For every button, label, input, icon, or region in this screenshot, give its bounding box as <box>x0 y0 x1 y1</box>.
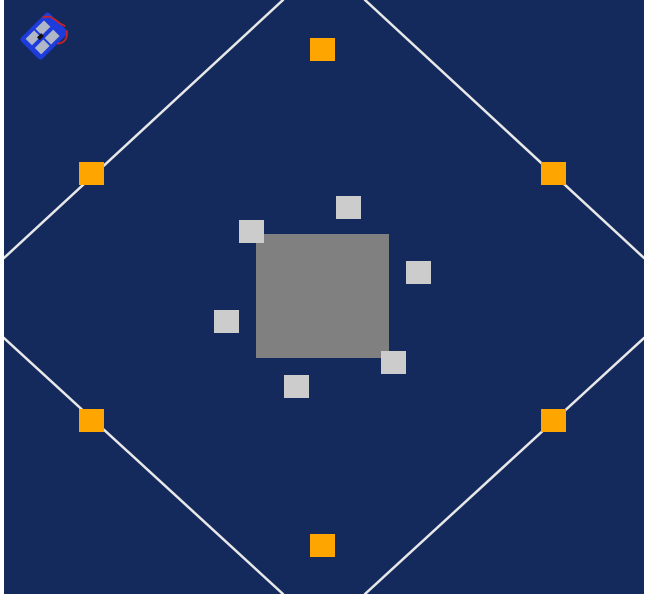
light-marker <box>284 375 309 398</box>
robot-icon[interactable] <box>19 10 72 63</box>
robot-wire <box>57 30 68 45</box>
light-marker <box>381 351 406 374</box>
boundary-line-bottom-left <box>4 336 285 594</box>
orange-marker-upper-left <box>79 162 104 185</box>
light-markers <box>214 196 431 398</box>
robot-wire <box>42 15 66 27</box>
boundary-line-top-right <box>363 0 644 260</box>
boundary-lines <box>4 0 644 594</box>
orange-marker-lower-right <box>541 409 566 432</box>
orange-marker-upper-right <box>541 162 566 185</box>
light-marker <box>239 220 264 243</box>
light-marker <box>336 196 361 219</box>
light-marker <box>214 310 239 333</box>
robot-panel <box>25 30 41 46</box>
light-marker <box>406 261 431 284</box>
robot-body <box>20 12 68 60</box>
robot-sensor <box>36 33 44 41</box>
central-block <box>256 234 389 358</box>
orange-marker-bottom <box>310 534 335 557</box>
boundary-line-top-left <box>4 0 285 260</box>
boundary-line-bottom-right <box>363 336 644 594</box>
robot-panel <box>35 20 51 36</box>
robot-panel <box>44 29 60 45</box>
robot-panel <box>34 39 50 55</box>
orange-marker-lower-left <box>79 409 104 432</box>
orange-marker-top <box>310 38 335 61</box>
game-field <box>4 0 644 594</box>
orange-markers <box>79 38 566 557</box>
